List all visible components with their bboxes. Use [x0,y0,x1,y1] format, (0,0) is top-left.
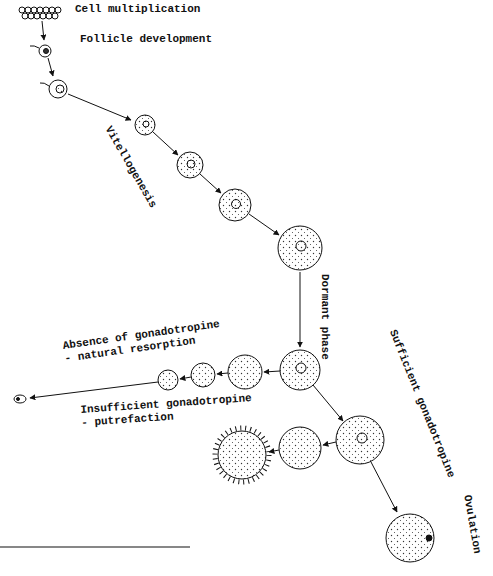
outcome-label: Insufficient gonadotropine - putrefactio… [80,391,261,429]
branch-label: Sufficient gonadotropine [386,328,457,480]
outcome-label: Ovulation [460,494,483,555]
stage-label: Follicle development [80,33,212,46]
outcome-label: Absence of gonadotropine - natural resor… [62,317,230,366]
stage-label: Cell multiplication [75,3,200,16]
phase-label: Dormant phase [318,274,331,360]
stage-label: Vitellogenesis [102,124,159,211]
